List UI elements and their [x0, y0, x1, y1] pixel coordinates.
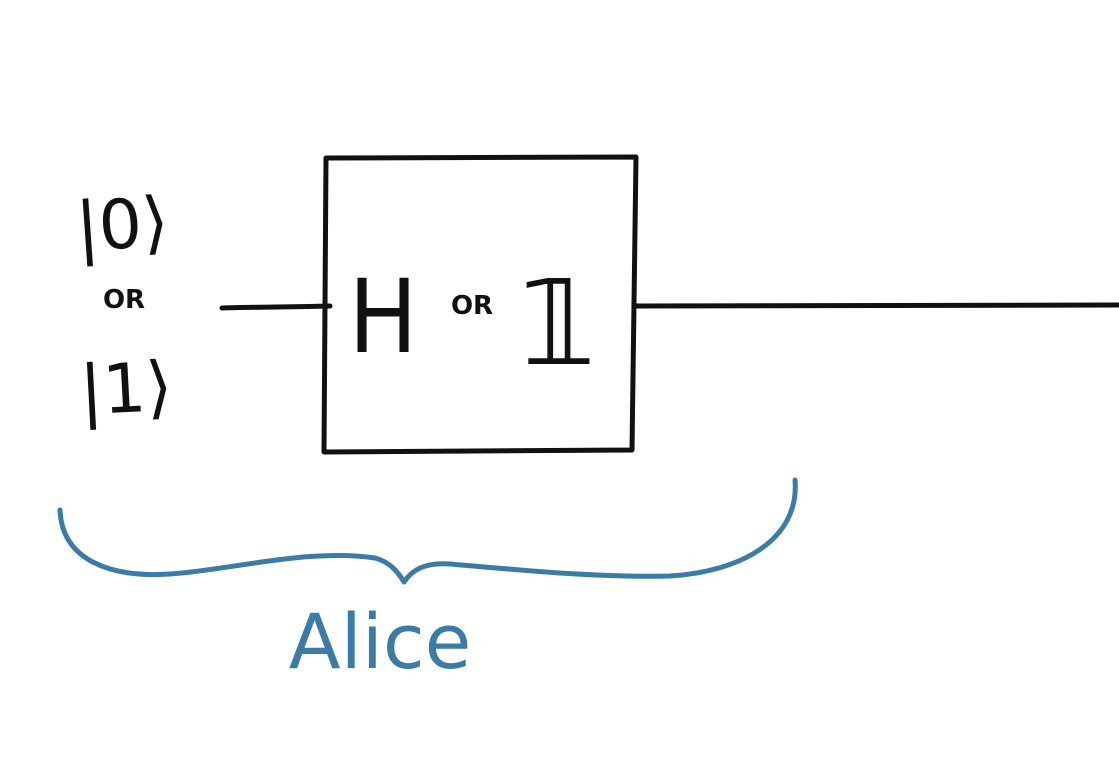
gate-or-label: OR [451, 291, 493, 321]
state-one-label: |1⟩ [78, 348, 175, 432]
input-wire [219, 303, 333, 311]
state-zero-label: |0⟩ [73, 183, 171, 268]
input-states: |0⟩ OR |1⟩ [73, 183, 174, 432]
curly-brace [57, 477, 798, 585]
gate-identity-label: 𝟙 [520, 254, 595, 392]
alice-group: Alice [57, 477, 798, 686]
input-or-label: OR [103, 285, 145, 315]
output-wire [633, 302, 1119, 309]
gate-box-outline [321, 154, 639, 455]
gate-box: H OR 𝟙 [321, 154, 639, 455]
alice-label: Alice [289, 597, 472, 686]
gate-h-label: H [348, 257, 417, 376]
